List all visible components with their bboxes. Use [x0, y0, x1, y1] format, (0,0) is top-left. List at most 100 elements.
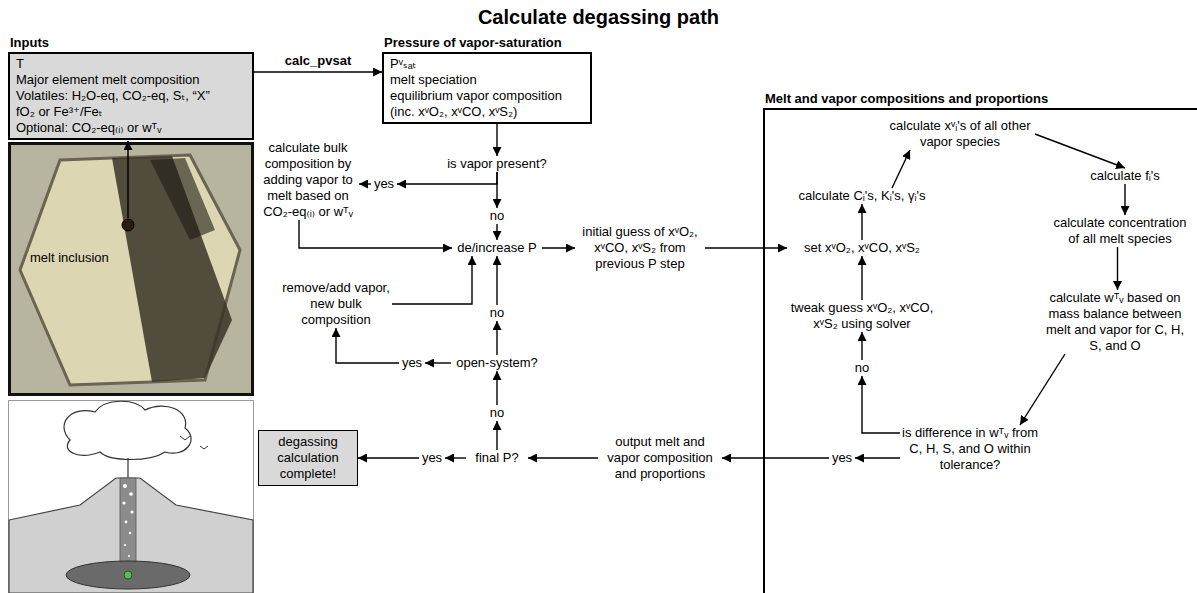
branch-label: yes [399, 355, 425, 371]
node-text: yes [373, 176, 395, 192]
end-box: degassing calculation complete! [258, 430, 358, 486]
node-text: calculate bulk composition by adding vap… [259, 140, 357, 220]
process-text: calculate bulk composition by adding vap… [257, 140, 359, 220]
flow-arrow [861, 332, 862, 360]
node-text: remove/add vapor, new bulk composition [282, 280, 390, 328]
process-text: initial guess of xᵛO₂, xᵛCO, xᵛS₂ from p… [575, 224, 705, 272]
decision-text: is vapor present? [437, 156, 557, 172]
branch-label: no [486, 405, 508, 421]
process-text: calculate Cᵢ's, Kᵢ's, γᵢ's [777, 188, 947, 204]
flow-arrow [392, 256, 472, 304]
process-text: de/increase P [452, 240, 542, 256]
result-box: Pressure of vapor-saturationPᵛₛₐₜmelt sp… [382, 52, 592, 124]
diagram-title: Calculate degassing path [0, 5, 1197, 29]
flow-arrow [1117, 247, 1118, 290]
node-text: is vapor present? [439, 156, 555, 172]
node-text: initial guess of xᵛO₂, xᵛCO, xᵛS₂ from p… [577, 224, 703, 272]
process-text: calculate concentration of all melt spec… [1045, 215, 1195, 247]
box-heading: Inputs [10, 35, 49, 51]
node-text: no [853, 360, 871, 376]
node-text: calculate fᵢ's [1079, 168, 1171, 184]
node-text: Optional: CO₂-eq₍ᵢ₎ or wᵀᵥ [16, 120, 246, 136]
node-text: Major element melt composition [16, 72, 246, 88]
node-text: T [16, 56, 246, 72]
flow-arrow [542, 247, 575, 248]
process-text: remove/add vapor, new bulk composition [280, 280, 392, 328]
branch-label: no [486, 208, 508, 224]
flow-arrow [861, 256, 862, 300]
node-text: yes [421, 450, 443, 466]
node-text: tweak guess xᵛO₂, xᵛCO, xᵛS₂ using solve… [779, 300, 945, 332]
node-text: calculate xᵛᵢ's of all other vapor speci… [887, 118, 1033, 150]
process-text: calculate fᵢ's [1077, 168, 1173, 184]
node-text: no [488, 405, 506, 421]
photo-label: melt inclusion [30, 250, 109, 266]
process-text: calculate wᵀᵥ based on mass balance betw… [1040, 290, 1190, 354]
branch-label: yes [419, 450, 445, 466]
node-text: set xᵛO₂, xᵛCO, xᵛS₂ [789, 240, 935, 256]
flow-arrow [861, 204, 862, 240]
flow-arrow [425, 362, 451, 363]
node-text: final P? [468, 450, 526, 466]
node-text: is difference in wᵀᵥ from C, H, S, and O… [902, 425, 1038, 473]
process-text: tweak guess xᵛO₂, xᵛCO, xᵛS₂ using solve… [777, 300, 947, 332]
volcano-sketch [9, 401, 254, 593]
branch-label: no [851, 360, 873, 376]
node-text: output melt and vapor composition and pr… [600, 434, 720, 482]
node-text: fO₂ or Fe³⁺/Feₜ [16, 104, 246, 120]
node-text: degassing calculation complete! [263, 434, 353, 482]
node-text: calculate concentration of all melt spec… [1047, 215, 1193, 247]
flow-arrow [705, 247, 787, 248]
flow-arrow [397, 172, 497, 184]
node-text: no [488, 305, 506, 321]
box-heading: Melt and vapor compositions and proporti… [765, 91, 1048, 107]
branch-label: yes [829, 450, 855, 466]
flow-arrow [855, 457, 900, 458]
node-text: calculate Cᵢ's, Kᵢ's, γᵢ's [779, 188, 945, 204]
decision-text: is difference in wᵀᵥ from C, H, S, and O… [900, 425, 1040, 473]
node-text: open-system? [453, 355, 541, 371]
flow-arrow [1124, 184, 1125, 215]
node-text: no [488, 208, 506, 224]
flow-arrow [1035, 134, 1125, 168]
melt-inclusion-photo [8, 141, 254, 396]
flow-arrow [496, 224, 497, 240]
flow-arrow [496, 256, 497, 305]
box-heading: Pressure of vapor-saturation [384, 35, 562, 51]
flow-arrow [892, 150, 910, 188]
flow-arrow [496, 124, 497, 156]
edge-label: calc_pvsat [283, 53, 354, 69]
process-text: output melt and vapor composition and pr… [598, 434, 722, 482]
node-text: melt speciation [390, 72, 584, 88]
node-text: yes [401, 355, 423, 371]
process-text: calculate xᵛᵢ's of all other vapor speci… [885, 118, 1035, 150]
loop-region: Melt and vapor compositions and proporti… [763, 108, 1197, 593]
flow-arrow [359, 183, 371, 184]
node-text: calculate wᵀᵥ based on mass balance betw… [1042, 290, 1188, 354]
flow-arrow [336, 328, 399, 363]
node-text: yes [831, 450, 853, 466]
flow-arrow [445, 457, 466, 458]
node-text: equilibrium vapor composition (inc. xᵛO₂… [390, 88, 584, 120]
node-text: Volatiles: H₂O-eq, CO₂-eq, Sₜ, “X” [16, 88, 246, 104]
flow-arrow [528, 457, 598, 458]
node-text: Pᵛₛₐₜ [390, 56, 584, 72]
flow-arrow [862, 376, 900, 433]
branch-label: yes [371, 176, 397, 192]
flow-arrow [722, 457, 829, 458]
branch-label: no [486, 305, 508, 321]
flow-arrow [1020, 354, 1065, 425]
decision-text: final P? [466, 450, 528, 466]
process-text: set xᵛO₂, xᵛCO, xᵛS₂ [787, 240, 937, 256]
flow-arrow [496, 371, 497, 405]
flow-arrow [358, 457, 419, 458]
input-box: InputsTMajor element melt compositionVol… [8, 52, 254, 140]
flow-arrow [496, 321, 497, 355]
flow-arrow [496, 421, 497, 450]
node-text: de/increase P [454, 240, 540, 256]
flow-arrow [496, 172, 497, 208]
flow-arrow [299, 220, 452, 248]
decision-text: open-system? [451, 355, 543, 371]
flow-arrow [254, 71, 382, 72]
